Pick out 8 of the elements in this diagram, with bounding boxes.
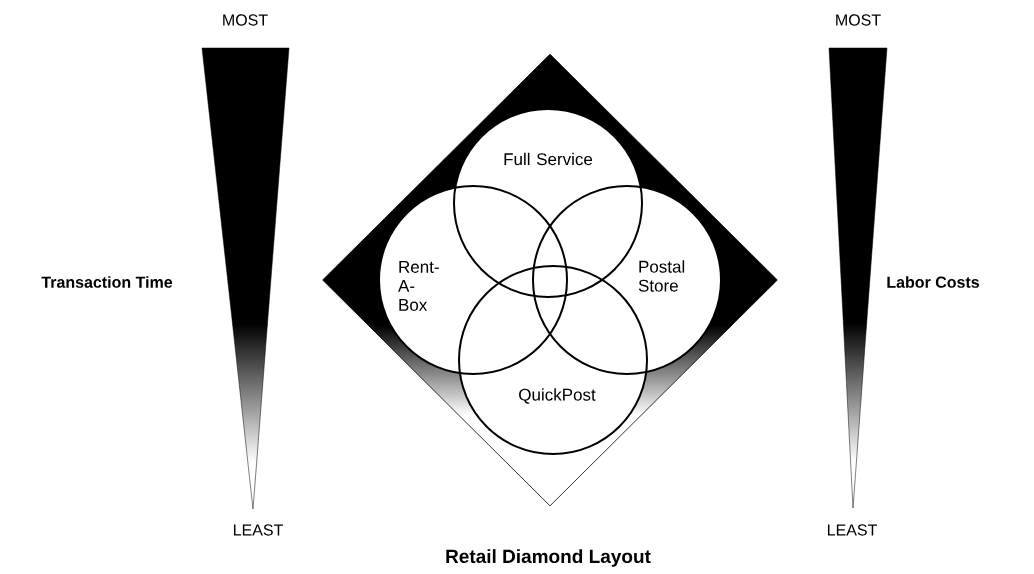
diamond-shape [322, 53, 778, 507]
axis-title: Transaction Time [41, 276, 173, 288]
axis-title: Labor Costs [887, 276, 979, 288]
most-least-label: LEAST [234, 524, 283, 536]
most-least-label: LEAST [828, 524, 877, 536]
diagram-title: Retail Diamond Layout [446, 549, 651, 567]
most-least-label: MOST [836, 14, 881, 26]
most-least-label: MOST [223, 14, 268, 26]
